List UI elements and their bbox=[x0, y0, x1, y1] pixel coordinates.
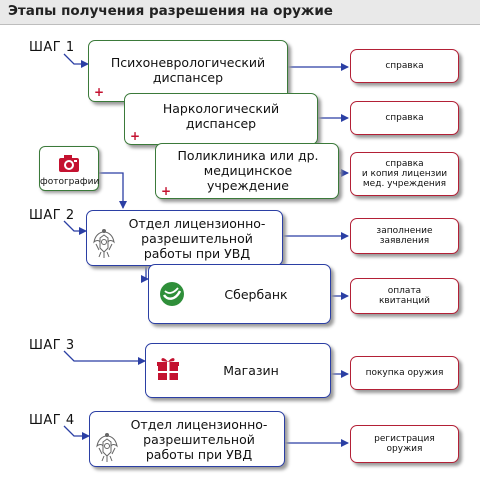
result-narco-certificate: справка bbox=[350, 101, 459, 135]
red-cross-icon: + bbox=[94, 85, 105, 99]
result-receipt-payment: оплата квитанций bbox=[350, 278, 459, 314]
page-title: Этапы получения разрешения на оружие bbox=[8, 3, 333, 19]
narco-dispensary-label: Наркологический диспансер bbox=[162, 101, 280, 131]
sberbank-logo-icon bbox=[160, 282, 184, 306]
step-label-1: ШАГ 1 bbox=[29, 40, 75, 55]
gift-box-icon bbox=[157, 358, 179, 380]
step-label-2: ШАГ 2 bbox=[29, 208, 75, 223]
clinic-label: Поликлиника или др. медицинское учрежден… bbox=[177, 147, 319, 193]
result-application-form: заполнение заявления bbox=[350, 218, 459, 254]
result-clinic-certificate: справка и копия лицензии мед. учреждения bbox=[350, 152, 459, 196]
red-cross-icon: + bbox=[161, 184, 172, 198]
sberbank-label: Сбербанк bbox=[224, 286, 288, 302]
narco-dispensary-box[interactable]: Наркологический диспансер + bbox=[124, 93, 318, 145]
psycho-dispensary-label: Психоневрологический диспансер bbox=[110, 55, 266, 85]
sberbank-box[interactable]: Сбербанк bbox=[148, 264, 331, 324]
step-label-4: ШАГ 4 bbox=[29, 413, 75, 428]
russian-emblem-icon bbox=[96, 433, 118, 462]
red-cross-icon: + bbox=[130, 129, 141, 143]
result-weapon-purchase: покупка оружия bbox=[350, 356, 459, 390]
registration-department-label: Отдел лицензионно- разрешительной работы… bbox=[130, 416, 268, 462]
shop-label: Магазин bbox=[223, 362, 279, 378]
clinic-box[interactable]: Поликлиника или др. медицинское учрежден… bbox=[155, 143, 339, 199]
result-psycho-certificate: справка bbox=[350, 49, 459, 83]
registration-department-box[interactable]: Отдел лицензионно- разрешительной работы… bbox=[89, 411, 285, 467]
result-weapon-registration: регистрация оружия bbox=[350, 425, 459, 463]
shop-box[interactable]: Магазин bbox=[145, 343, 331, 398]
photo-label: фотографии bbox=[40, 177, 100, 187]
licensing-department-label: Отдел лицензионно- разрешительной работы… bbox=[128, 215, 266, 261]
photo-box[interactable]: фотографии bbox=[39, 146, 99, 191]
licensing-department-box[interactable]: Отдел лицензионно- разрешительной работы… bbox=[86, 210, 283, 266]
camera-icon bbox=[59, 155, 79, 172]
step-label-3: ШАГ 3 bbox=[29, 338, 75, 353]
russian-emblem-icon bbox=[93, 229, 115, 258]
header-bar: Этапы получения разрешения на оружие bbox=[0, 0, 480, 25]
